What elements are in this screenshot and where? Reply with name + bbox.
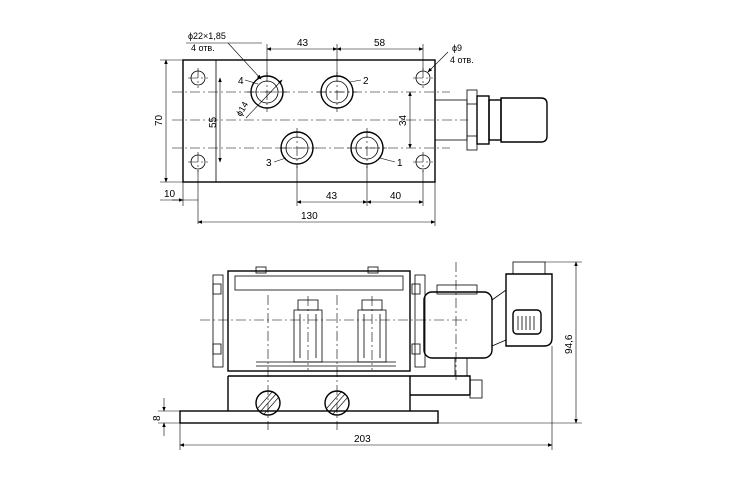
dim-hole-small-count: 4 отв. <box>450 55 474 65</box>
dim-hole-large: ϕ22×1,85 <box>188 31 226 41</box>
dim-55: 55 <box>208 116 219 128</box>
dim-70: 70 <box>154 114 165 126</box>
dim-8: 8 <box>152 415 163 421</box>
dim-94-6: 94,6 <box>564 334 575 354</box>
lower-block <box>227 375 471 411</box>
dim-hole-large-count: 4 отв. <box>191 43 215 53</box>
valve-body-front <box>227 270 411 372</box>
dim-43-bottom: 43 <box>326 191 338 202</box>
dim-34: 34 <box>398 114 409 126</box>
dim-10: 10 <box>164 189 176 200</box>
top-view: 4 2 3 1 ϕ14 ϕ22×1,85 4 отв. ϕ9 4 отв. <box>154 31 548 226</box>
port-label-1: 1 <box>397 158 403 169</box>
base-plate <box>179 410 439 424</box>
port-section-left <box>255 390 281 416</box>
dim-dia14: ϕ14 <box>234 100 250 118</box>
port-label-3: 3 <box>266 158 272 169</box>
port-label-4: 4 <box>238 76 244 87</box>
dim-58: 58 <box>374 38 386 49</box>
mounting-holes <box>188 68 433 172</box>
dim-40: 40 <box>390 191 402 202</box>
dim-203: 203 <box>354 434 371 445</box>
port-section-right <box>324 390 350 416</box>
port-3 <box>277 128 317 168</box>
dim-43-top: 43 <box>297 38 309 49</box>
front-view: 8 94,6 203 <box>152 261 582 450</box>
dim-130: 130 <box>301 211 318 222</box>
port-1 <box>347 128 387 168</box>
dim-hole-small: ϕ9 <box>452 43 462 53</box>
connector-plug <box>491 261 553 347</box>
solenoid-plug-top <box>434 89 548 151</box>
port-2 <box>317 72 357 112</box>
solenoid-coil <box>423 262 493 399</box>
port-label-2: 2 <box>363 76 369 87</box>
